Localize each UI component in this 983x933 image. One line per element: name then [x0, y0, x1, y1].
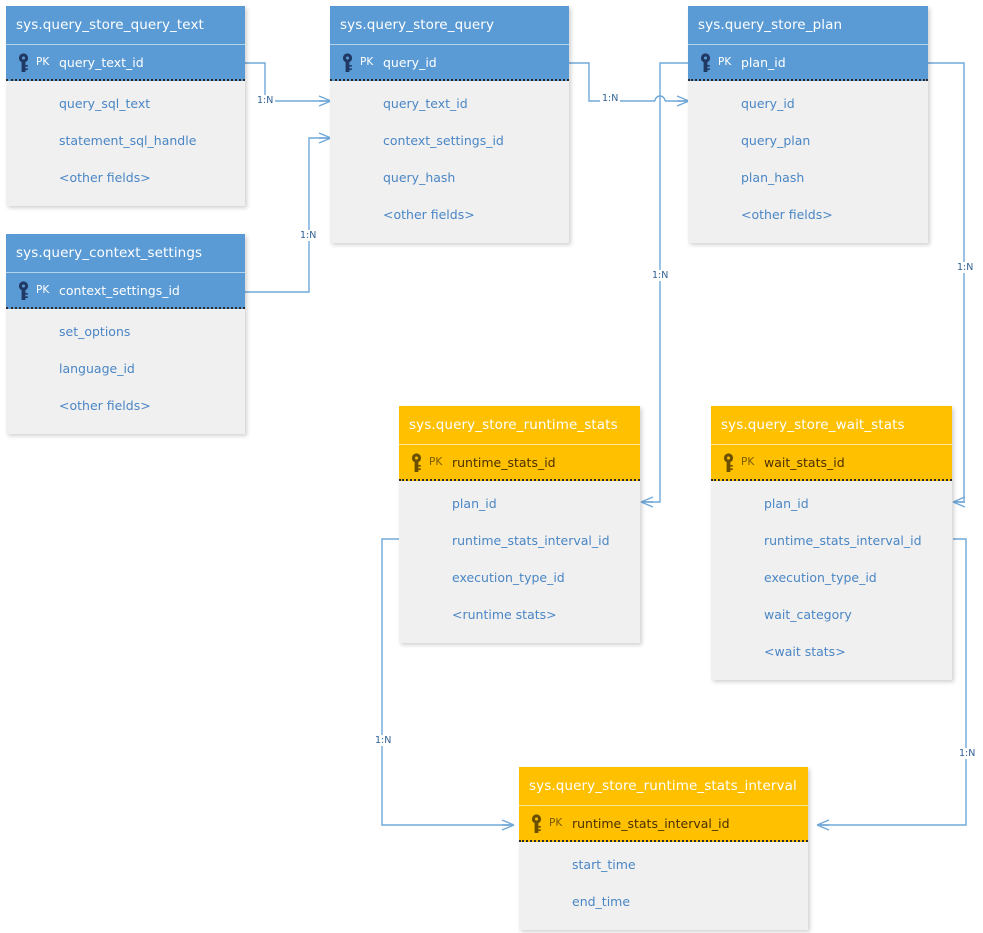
- table-title: sys.query_store_plan: [688, 6, 928, 44]
- pk-field-name: query_id: [383, 55, 437, 70]
- pk-badge: PK: [36, 56, 50, 68]
- table-title: sys.query_store_wait_stats: [711, 406, 952, 444]
- primary-key-icon: [700, 53, 711, 72]
- pk-badge: PK: [741, 456, 755, 468]
- connector-context-settings-to-query: [245, 132, 332, 293]
- field: statement_sql_handle: [59, 133, 197, 148]
- table-query-store-query[interactable]: sys.query_store_query PK query_id query_…: [330, 6, 569, 243]
- field: execution_type_id: [764, 570, 877, 585]
- table-fields: query_id query_plan plan_hash <other fie…: [688, 81, 928, 243]
- table-fields: start_time end_time: [519, 842, 808, 930]
- cardinality-label-r7: 1:N: [957, 748, 978, 759]
- field: end_time: [572, 894, 631, 909]
- primary-key-icon: [411, 453, 422, 472]
- table-fields: query_sql_text statement_sql_handle <oth…: [6, 81, 245, 206]
- cardinality-label-r4: 1:N: [650, 270, 671, 281]
- table-fields: plan_id runtime_stats_interval_id execut…: [711, 481, 952, 680]
- cardinality-label-r5: 1:N: [955, 262, 976, 273]
- field: query_plan: [741, 133, 811, 148]
- pk-badge: PK: [360, 56, 374, 68]
- primary-key-icon: [342, 53, 353, 72]
- connector-plan-to-wait-stats: [928, 62, 966, 508]
- table-pk-row[interactable]: PK runtime_stats_interval_id: [519, 805, 808, 842]
- table-query-context-settings[interactable]: sys.query_context_settings PK context_se…: [6, 234, 245, 434]
- pk-field-name: plan_id: [741, 55, 786, 70]
- table-fields: plan_id runtime_stats_interval_id execut…: [399, 481, 640, 643]
- cardinality-label-r6: 1:N: [373, 735, 394, 746]
- pk-field-name: runtime_stats_interval_id: [572, 816, 730, 831]
- table-pk-row[interactable]: PK wait_stats_id: [711, 444, 952, 481]
- connector-interval-to-wait-stats: [816, 538, 967, 831]
- field: start_time: [572, 857, 636, 872]
- table-pk-row[interactable]: PK runtime_stats_id: [399, 444, 640, 481]
- field: language_id: [59, 361, 135, 376]
- table-query-store-query-text[interactable]: sys.query_store_query_text PK query_text…: [6, 6, 245, 206]
- table-pk-row[interactable]: PK context_settings_id: [6, 272, 245, 309]
- cardinality-label-r2: 1:N: [298, 230, 319, 241]
- primary-key-icon: [18, 53, 29, 72]
- primary-key-icon: [18, 281, 29, 300]
- field: execution_type_id: [452, 570, 565, 585]
- table-title: sys.query_store_runtime_stats_interval: [519, 767, 808, 805]
- field: plan_id: [452, 496, 497, 511]
- table-fields: query_text_id context_settings_id query_…: [330, 81, 569, 243]
- pk-field-name: context_settings_id: [59, 283, 180, 298]
- pk-field-name: query_text_id: [59, 55, 144, 70]
- connector-query-to-plan: [569, 62, 690, 107]
- table-title: sys.query_store_query: [330, 6, 569, 44]
- table-query-store-runtime-stats[interactable]: sys.query_store_runtime_stats PK runtime…: [399, 406, 640, 643]
- field: runtime_stats_interval_id: [764, 533, 922, 548]
- field: query_text_id: [383, 96, 468, 111]
- field: plan_hash: [741, 170, 805, 185]
- field: context_settings_id: [383, 133, 504, 148]
- table-pk-row[interactable]: PK plan_id: [688, 44, 928, 81]
- cardinality-label-r3: 1:N: [600, 93, 621, 104]
- table-query-store-wait-stats[interactable]: sys.query_store_wait_stats PK wait_stats…: [711, 406, 952, 680]
- table-title: sys.query_store_query_text: [6, 6, 245, 44]
- field: <other fields>: [59, 398, 151, 413]
- table-pk-row[interactable]: PK query_id: [330, 44, 569, 81]
- field: <other fields>: [383, 207, 475, 222]
- pk-field-name: wait_stats_id: [764, 455, 845, 470]
- field: <wait stats>: [764, 644, 846, 659]
- cardinality-label-r1: 1:N: [255, 95, 276, 106]
- primary-key-icon: [723, 453, 734, 472]
- field: query_id: [741, 96, 795, 111]
- field: runtime_stats_interval_id: [452, 533, 610, 548]
- connector-interval-to-runtime-stats: [381, 538, 515, 831]
- table-fields: set_options language_id <other fields>: [6, 309, 245, 434]
- pk-badge: PK: [718, 56, 732, 68]
- connector-plan-to-runtime-stats: [640, 62, 688, 508]
- field: wait_category: [764, 607, 852, 622]
- table-title: sys.query_context_settings: [6, 234, 245, 272]
- field: <other fields>: [741, 207, 833, 222]
- table-pk-row[interactable]: PK query_text_id: [6, 44, 245, 81]
- pk-badge: PK: [36, 284, 50, 296]
- table-title: sys.query_store_runtime_stats: [399, 406, 640, 444]
- field: query_hash: [383, 170, 456, 185]
- primary-key-icon: [531, 814, 542, 833]
- field: <runtime stats>: [452, 607, 557, 622]
- field: plan_id: [764, 496, 809, 511]
- pk-field-name: runtime_stats_id: [452, 455, 556, 470]
- field: <other fields>: [59, 170, 151, 185]
- field: query_sql_text: [59, 96, 151, 111]
- table-query-store-plan[interactable]: sys.query_store_plan PK plan_id query_id…: [688, 6, 928, 243]
- connector-query-text-to-query: [245, 62, 332, 107]
- field: set_options: [59, 324, 131, 339]
- pk-badge: PK: [549, 817, 563, 829]
- table-query-store-runtime-stats-interval[interactable]: sys.query_store_runtime_stats_interval P…: [519, 767, 808, 930]
- pk-badge: PK: [429, 456, 443, 468]
